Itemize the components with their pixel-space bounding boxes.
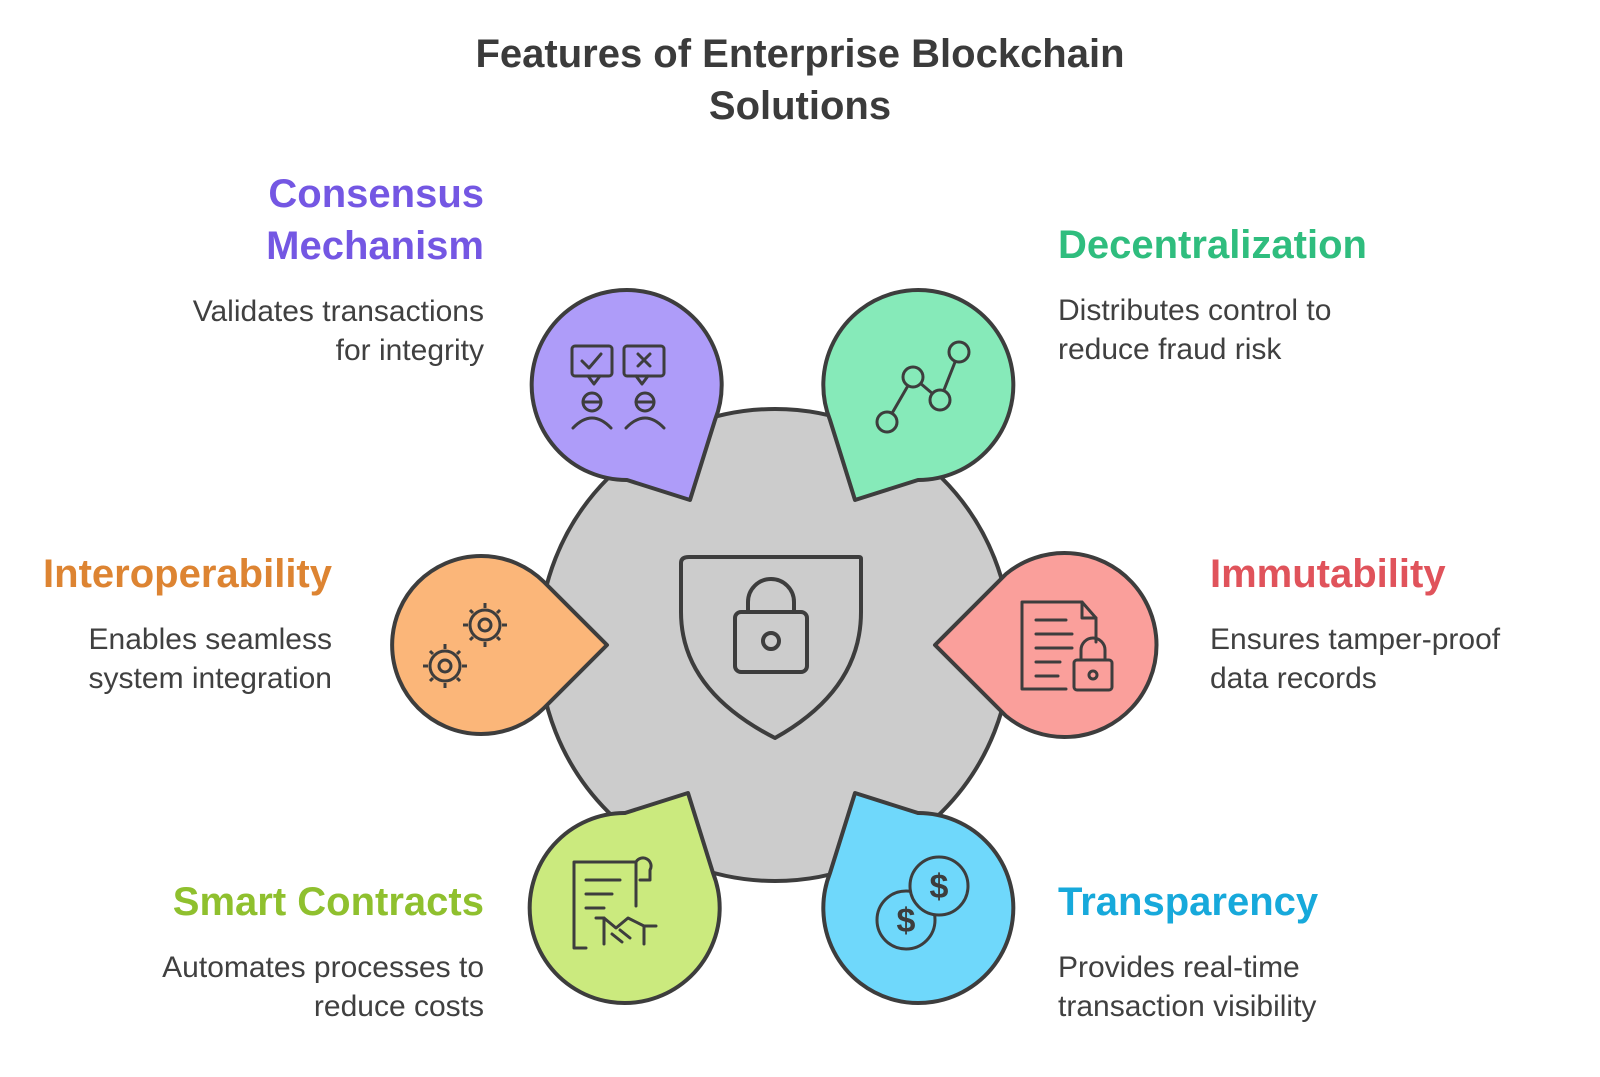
interoperability-desc-line-2: system integration xyxy=(88,662,332,695)
interoperability-heading: Interoperability xyxy=(43,552,332,596)
decentralization-drop xyxy=(821,288,1016,502)
consensus-heading-line-2: Mechanism xyxy=(266,224,484,268)
coins-icon: $ $ xyxy=(875,855,970,951)
svg-text:$: $ xyxy=(897,902,916,940)
consensus-description: Validates transactions for integrity xyxy=(64,292,484,370)
people-voting-icon xyxy=(570,344,666,430)
interoperability-desc-line-1: Enables seamless xyxy=(88,623,332,656)
decentralization-desc-line-2: reduce fraud risk xyxy=(1058,333,1282,366)
title-line-2: Solutions xyxy=(708,84,892,128)
smart-contracts-desc-line-1: Automates processes to xyxy=(162,951,484,984)
contract-handshake-icon xyxy=(572,856,658,950)
smart-contracts-desc-line-2: reduce costs xyxy=(313,990,484,1023)
feature-consensus: Consensus Mechanism Validates transactio… xyxy=(64,168,484,370)
transparency-desc-line-2: transaction visibility xyxy=(1058,990,1317,1023)
feature-interoperability: Interoperability Enables seamless system… xyxy=(12,548,332,698)
feature-decentralization: Decentralization Distributes control to … xyxy=(1058,219,1498,369)
consensus-desc-line-1: Validates transactions xyxy=(192,295,484,328)
consensus-heading-line-1: Consensus xyxy=(268,172,484,216)
transparency-desc-line-1: Provides real-time xyxy=(1058,951,1300,984)
smart-contracts-heading: Smart Contracts xyxy=(172,880,484,924)
decentralization-description: Distributes control to reduce fraud risk xyxy=(1058,291,1498,369)
interoperability-drop xyxy=(390,554,609,736)
smart-contracts-description: Automates processes to reduce costs xyxy=(64,948,484,1026)
feature-immutability: Immutability Ensures tamper-proof data r… xyxy=(1210,548,1590,698)
smart-contracts-drop xyxy=(527,791,722,1005)
transparency-drop: $ $ xyxy=(821,791,1016,1005)
immutability-drop xyxy=(933,551,1159,739)
interoperability-description: Enables seamless system integration xyxy=(12,620,332,698)
diagram-title: Features of Enterprise Blockchain Soluti… xyxy=(0,28,1600,132)
gears-icon xyxy=(423,603,507,688)
transparency-description: Provides real-time transaction visibilit… xyxy=(1058,948,1478,1026)
shield-lock-icon xyxy=(679,555,863,740)
feature-transparency: Transparency Provides real-time transact… xyxy=(1058,876,1478,1026)
decentralization-desc-line-1: Distributes control to xyxy=(1058,294,1332,327)
immutability-heading: Immutability xyxy=(1210,552,1446,596)
network-line-icon xyxy=(875,340,971,434)
transparency-heading: Transparency xyxy=(1058,880,1319,924)
immutability-desc-line-1: Ensures tamper-proof xyxy=(1210,623,1501,656)
consensus-heading: Consensus Mechanism xyxy=(64,168,484,272)
document-lock-icon xyxy=(1020,600,1114,692)
feature-smart-contracts: Smart Contracts Automates processes to r… xyxy=(64,876,484,1026)
title-line-1: Features of Enterprise Blockchain xyxy=(475,32,1125,76)
decentralization-heading: Decentralization xyxy=(1058,223,1367,267)
immutability-description: Ensures tamper-proof data records xyxy=(1210,620,1590,698)
svg-text:$: $ xyxy=(930,868,949,906)
consensus-drop xyxy=(529,288,724,502)
immutability-desc-line-2: data records xyxy=(1210,662,1377,695)
consensus-desc-line-2: for integrity xyxy=(335,334,484,367)
